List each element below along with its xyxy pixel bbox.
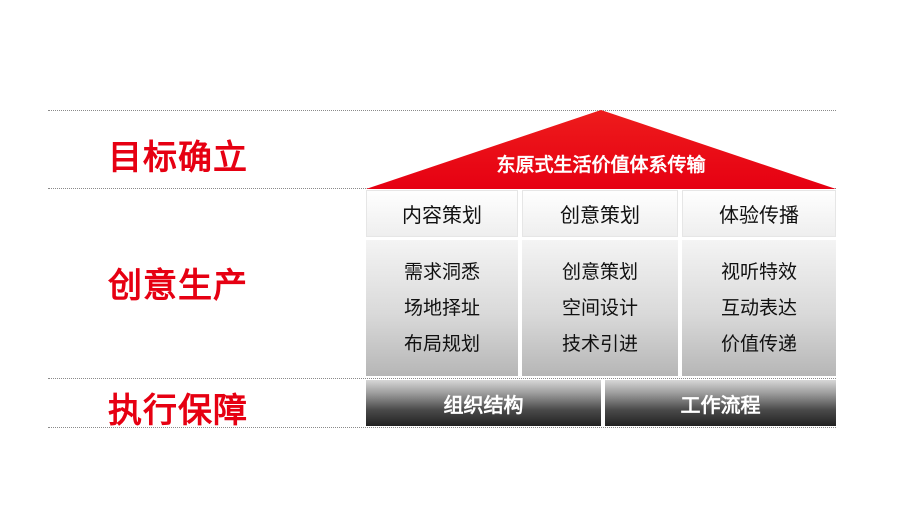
row-label-execution: 执行保障 [108,391,248,431]
column-body-experience: 视听特效 互动表达 价值传递 [682,240,836,376]
roof-triangle [366,110,836,189]
list-item: 需求洞悉 [403,261,480,283]
list-item: 布局规划 [403,333,480,355]
row-label-creative: 创意生产 [108,266,248,306]
execution-org-structure: 组织结构 [366,380,601,426]
list-item: 视听特效 [720,261,797,283]
divider-bottom [48,427,836,428]
column-body-creative: 创意策划 空间设计 技术引进 [522,240,678,376]
column-header-experience: 体验传播 [682,190,836,237]
list-item: 技术引进 [561,333,638,355]
row-label-goal: 目标确立 [108,138,248,178]
list-item: 互动表达 [720,297,797,319]
list-item: 空间设计 [561,297,638,319]
execution-workflow: 工作流程 [605,380,836,426]
column-header-content: 内容策划 [366,190,518,237]
list-item: 创意策划 [561,261,638,283]
roof-title: 东原式生活价值体系传输 [496,154,706,176]
list-item: 场地择址 [403,297,480,319]
list-item: 价值传递 [720,333,797,355]
column-body-content: 需求洞悉 场地择址 布局规划 [366,240,518,376]
column-header-creative: 创意策划 [522,190,678,237]
divider-lower [48,378,836,379]
divider-top [48,110,836,111]
